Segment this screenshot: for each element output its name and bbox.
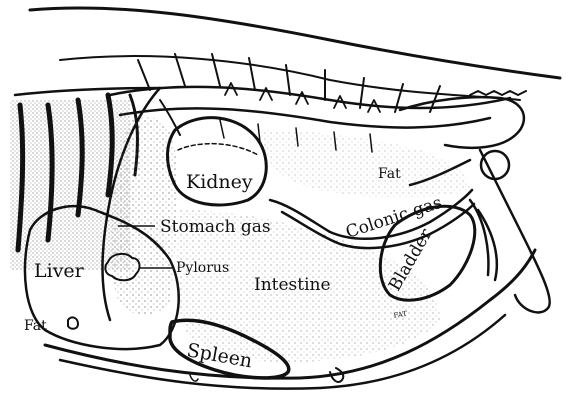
label-kidney: Kidney <box>186 171 253 193</box>
label-pylorus: Pylorus <box>176 260 229 276</box>
dorsal-fat-region <box>260 130 470 198</box>
label-fat-dorsal: Fat <box>378 166 401 182</box>
ventral-fat-blob <box>68 317 78 328</box>
label-stomach-gas: Stomach gas <box>160 217 271 237</box>
dorsal-skin-outline <box>30 8 560 78</box>
label-fat-ventral-left: Fat <box>24 318 47 334</box>
label-liver: Liver <box>34 260 85 282</box>
label-intestine: Intestine <box>254 275 331 295</box>
